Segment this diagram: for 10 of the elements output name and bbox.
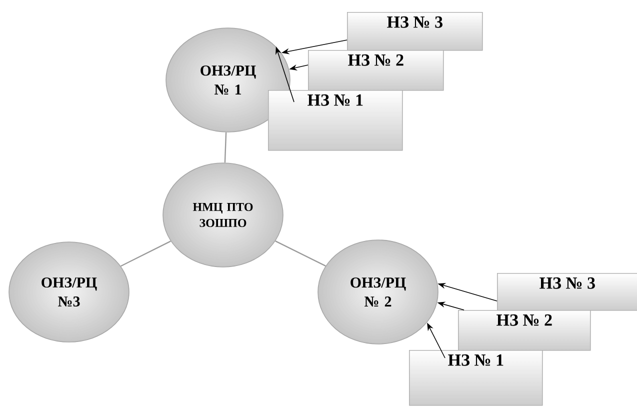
ellipse-node: НМЦ ПТО ЗОШПО [162,162,284,268]
ellipse-node: ОНЗ/РЦ № 2 [318,240,438,344]
ellipse-node: ОНЗ/РЦ №3 [8,242,130,342]
box-node: НЗ № 2 [308,50,444,91]
box-node: НЗ № 3 [497,273,637,311]
box-node: НЗ № 3 [347,12,483,51]
box-node: НЗ № 2 [458,310,591,351]
box-node: НЗ № 1 [268,90,403,151]
ellipse-node: ОНЗ/РЦ № 1 [166,28,290,132]
box-node: НЗ № 1 [409,350,543,406]
